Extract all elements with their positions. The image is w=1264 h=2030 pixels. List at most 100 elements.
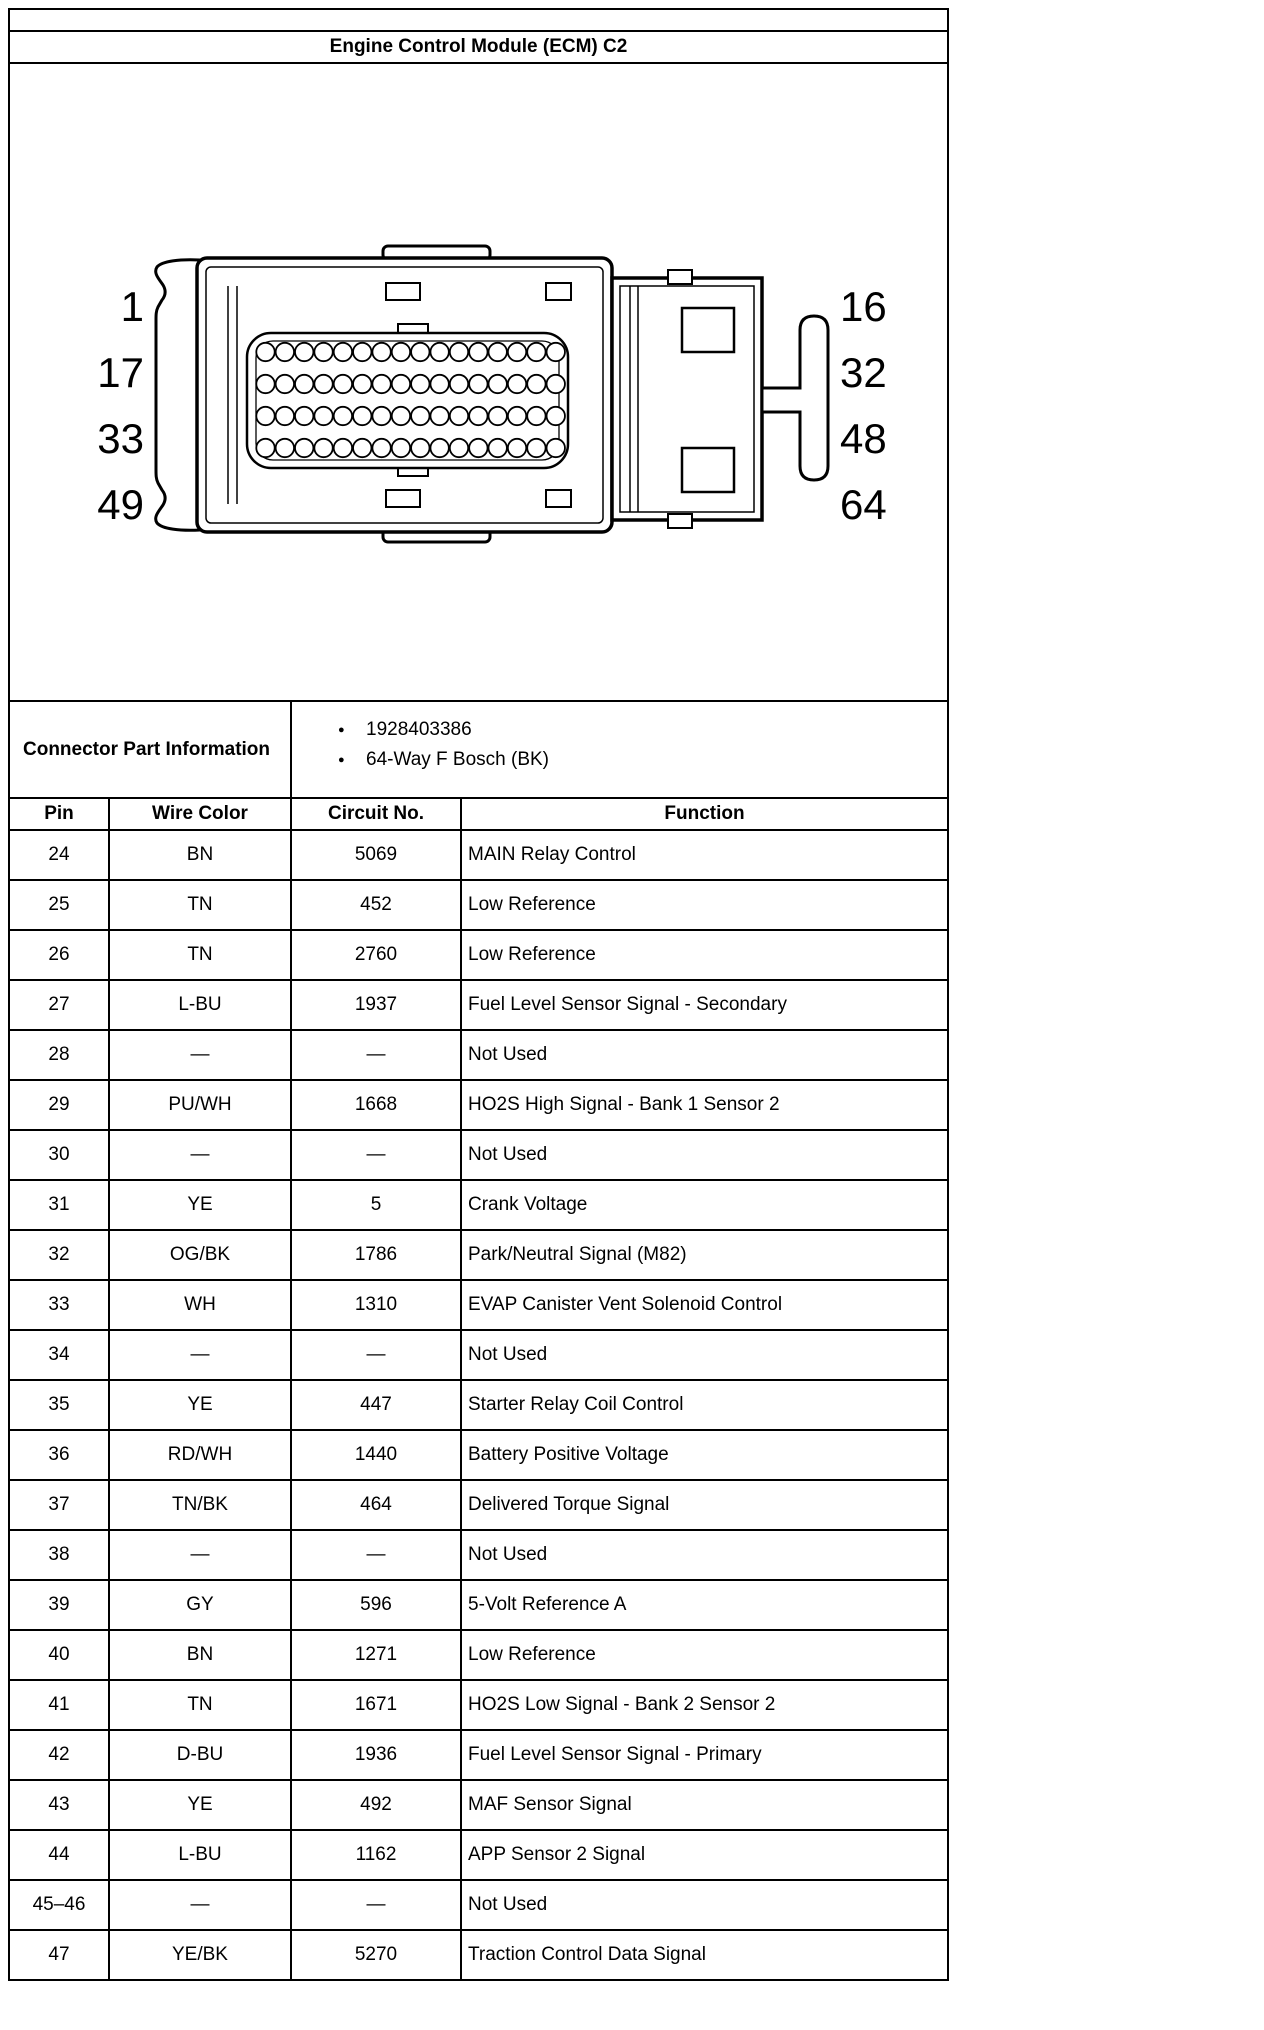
circuit-no-cell: 5270 — [290, 1929, 462, 1981]
circuit-no-cell: 1937 — [290, 979, 462, 1031]
pin-cavity — [255, 405, 276, 427]
circuit-no-cell: 1440 — [290, 1429, 462, 1481]
pin-cavity — [371, 437, 392, 459]
pin-cavity — [468, 437, 489, 459]
page-title: Engine Control Module (ECM) C2 — [329, 36, 628, 57]
wire-color-cell: — — [108, 1129, 292, 1181]
pin-cavity — [429, 341, 450, 363]
wire-color-cell: D-BU — [108, 1729, 292, 1781]
wire-color-cell: TN/BK — [108, 1479, 292, 1531]
function-cell: Fuel Level Sensor Signal - Secondary — [460, 979, 949, 1031]
pin-cavity — [352, 341, 373, 363]
pin-cavity — [313, 341, 334, 363]
circuit-no-cell: 1671 — [290, 1679, 462, 1731]
pin-cell: 28 — [8, 1029, 110, 1081]
circuit-no-cell: 1271 — [290, 1629, 462, 1681]
wire-color-cell: — — [108, 1329, 292, 1381]
function-cell: APP Sensor 2 Signal — [460, 1829, 949, 1881]
function-cell: Not Used — [460, 1129, 949, 1181]
connector-type: 64-Way F Bosch (BK) — [366, 749, 550, 770]
wire-color-cell: TN — [108, 929, 292, 981]
pin-cavity — [468, 405, 489, 427]
pin-cell: 27 — [8, 979, 110, 1031]
pin-cell: 33 — [8, 1279, 110, 1331]
pin-cavity — [274, 405, 295, 427]
pin-cavity — [313, 373, 334, 395]
pin-row-label-48: 48 — [840, 415, 887, 462]
circuit-no-cell: 5 — [290, 1179, 462, 1231]
pin-cavity — [526, 373, 547, 395]
function-cell: Low Reference — [460, 1629, 949, 1681]
function-cell: HO2S Low Signal - Bank 2 Sensor 2 — [460, 1679, 949, 1731]
function-cell: Not Used — [460, 1029, 949, 1081]
diagram-panel: 1 17 33 49 16 32 48 64 — [8, 62, 949, 702]
wire-color-cell: YE — [108, 1779, 292, 1831]
function-cell: MAF Sensor Signal — [460, 1779, 949, 1831]
circuit-no-cell: — — [290, 1129, 462, 1181]
pin-field — [245, 331, 570, 470]
pin-cell: 37 — [8, 1479, 110, 1531]
wire-color-cell: BN — [108, 1629, 292, 1681]
pin-cavity — [313, 405, 334, 427]
circuit-no-cell: 1786 — [290, 1229, 462, 1281]
pin-cavity — [294, 437, 315, 459]
wire-color-cell: PU/WH — [108, 1079, 292, 1131]
pin-cell: 38 — [8, 1529, 110, 1581]
function-cell: Park/Neutral Signal (M82) — [460, 1229, 949, 1281]
pin-cell: 26 — [8, 929, 110, 981]
function-cell: Crank Voltage — [460, 1179, 949, 1231]
circuit-no-cell: 1668 — [290, 1079, 462, 1131]
function-cell: Traction Control Data Signal — [460, 1929, 949, 1981]
pin-cavity — [506, 437, 528, 459]
wire-color-cell: — — [108, 1029, 292, 1081]
pin-cavity — [390, 405, 412, 427]
pin-cell: 25 — [8, 879, 110, 931]
function-cell: Not Used — [460, 1529, 949, 1581]
circuit-no-cell: 596 — [290, 1579, 462, 1631]
function-cell: 5-Volt Reference A — [460, 1579, 949, 1631]
wire-color-cell: — — [108, 1529, 292, 1581]
circuit-no-cell: 1162 — [290, 1829, 462, 1881]
pin-cavity — [332, 405, 353, 427]
pin-cavity — [448, 405, 470, 427]
circuit-no-cell: 447 — [290, 1379, 462, 1431]
pin-cavity — [506, 341, 528, 363]
pin-cavity — [429, 437, 450, 459]
pin-cavity — [332, 373, 353, 395]
pin-cavity — [468, 341, 489, 363]
pin-cavity — [294, 341, 315, 363]
pin-row-label-49: 49 — [97, 481, 144, 528]
connector-body — [154, 244, 830, 544]
pin-cavity — [332, 341, 353, 363]
pin-cavity — [410, 341, 431, 363]
wire-color-cell: RD/WH — [108, 1429, 292, 1481]
pin-cavity — [487, 437, 508, 459]
pin-cell: 29 — [8, 1079, 110, 1131]
top-spacer-row — [8, 8, 949, 32]
pin-cavity — [448, 341, 470, 363]
function-cell: Not Used — [460, 1329, 949, 1381]
pin-cell: 24 — [8, 829, 110, 881]
pin-cavity — [410, 405, 431, 427]
pin-cell: 36 — [8, 1429, 110, 1481]
function-cell: Low Reference — [460, 879, 949, 931]
function-cell: Not Used — [460, 1879, 949, 1931]
table-header-row: Pin Wire Color Circuit No. Function — [8, 797, 949, 831]
pin-cell: 39 — [8, 1579, 110, 1631]
pin-cavity — [371, 373, 392, 395]
table-row: 28——Not Used — [8, 1029, 949, 1081]
pin-cavity — [410, 373, 431, 395]
pin-cavity — [545, 373, 566, 395]
pin-cavity — [448, 373, 470, 395]
wire-color-cell: L-BU — [108, 979, 292, 1031]
wire-color-cell: OG/BK — [108, 1229, 292, 1281]
pin-cavity — [526, 341, 547, 363]
wire-color-header: Wire Color — [108, 797, 292, 831]
pin-row-label-33: 33 — [97, 415, 144, 462]
